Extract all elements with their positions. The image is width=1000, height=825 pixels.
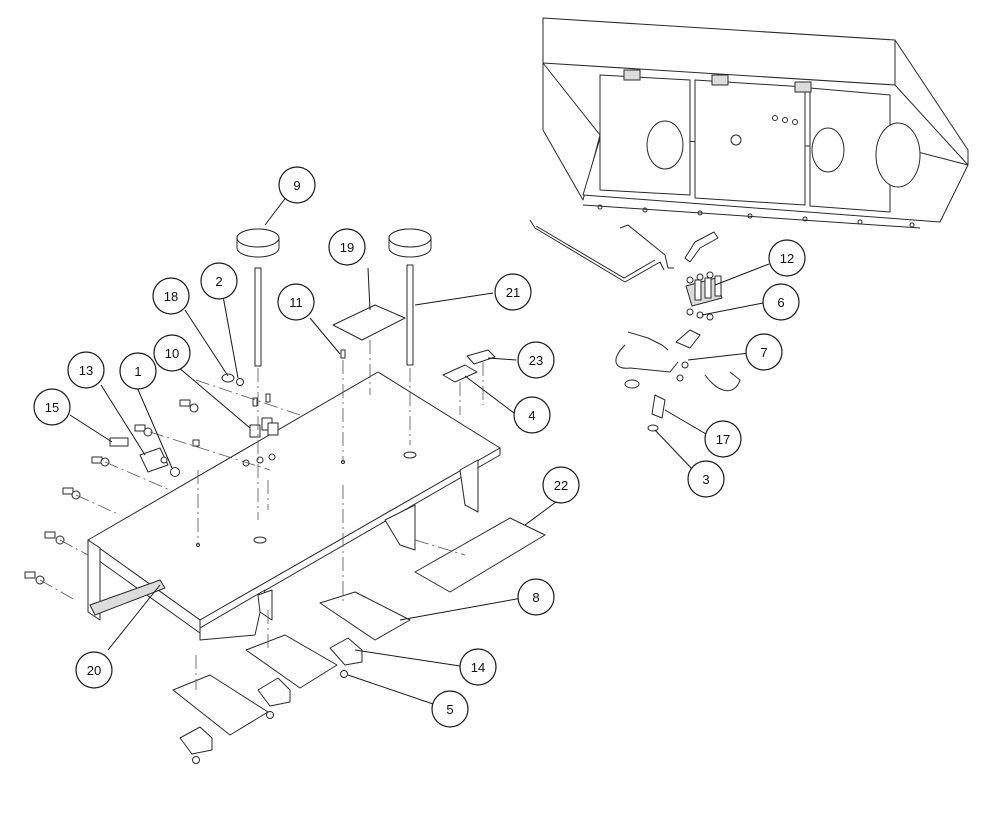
callout-7: 7: [745, 333, 783, 371]
leader-lines: [69, 195, 770, 706]
callout-6: 6: [762, 283, 800, 321]
valve-block: [685, 271, 723, 321]
callout-label: 2: [215, 274, 222, 289]
valve-fittings: [109, 437, 180, 477]
callout-label: 4: [528, 408, 535, 423]
plate-bottom-left: [172, 674, 269, 736]
callout-15: 15: [33, 388, 71, 426]
callout-label: 9: [293, 178, 300, 193]
knob-right: [388, 228, 432, 366]
callout-13: 13: [67, 351, 105, 389]
callout-23: 23: [517, 341, 555, 379]
hydraulic-lines: [529, 219, 741, 392]
callout-label: 20: [87, 663, 101, 678]
callout-18: 18: [152, 277, 190, 315]
callout-label: 12: [780, 251, 794, 266]
callout-label: 15: [45, 400, 59, 415]
callout-label: 19: [340, 240, 354, 255]
callout-14: 14: [459, 648, 497, 686]
clamp-parts: [179, 637, 363, 764]
callout-22: 22: [542, 466, 580, 504]
callout-1: 1: [119, 352, 157, 390]
callout-10: 10: [153, 334, 191, 372]
callout-17: 17: [704, 420, 742, 458]
callout-12: 12: [768, 239, 806, 277]
callout-label: 5: [446, 702, 453, 717]
callout-4: 4: [513, 396, 551, 434]
callout-5: 5: [431, 690, 469, 728]
mounting-frame-assembly: [542, 17, 969, 229]
plate-8: [319, 591, 411, 641]
callout-19: 19: [328, 228, 366, 266]
callout-3: 3: [687, 460, 725, 498]
callout-label: 22: [554, 478, 568, 493]
callout-2: 2: [200, 262, 238, 300]
callout-label: 21: [506, 285, 520, 300]
callout-label: 7: [760, 345, 767, 360]
callout-9: 9: [278, 166, 316, 204]
callout-label: 17: [716, 432, 730, 447]
callout-label: 14: [471, 660, 485, 675]
callout-21: 21: [494, 273, 532, 311]
plate-center: [245, 634, 338, 689]
callout-label: 10: [165, 346, 179, 361]
assembly-centerlines: [39, 340, 484, 690]
callout-label: 8: [532, 590, 539, 605]
callout-11: 11: [277, 283, 315, 321]
plate-22: [414, 517, 546, 593]
callout-label: 6: [777, 295, 784, 310]
cover-assembly: [87, 371, 501, 641]
callout-20: 20: [75, 651, 113, 689]
callout-label: 11: [289, 295, 303, 310]
side-bolts: [24, 399, 200, 585]
callout-label: 18: [164, 289, 178, 304]
callout-label: 1: [134, 364, 141, 379]
bracket-17: [647, 394, 666, 432]
callout-label: 13: [79, 363, 93, 378]
callout-label: 3: [702, 472, 709, 487]
callout-label: 23: [529, 353, 543, 368]
knob-left: [236, 228, 280, 367]
callout-8: 8: [517, 578, 555, 616]
decals-23: [442, 349, 496, 383]
decal-19: [332, 304, 406, 341]
fastener-cluster: [221, 349, 346, 467]
